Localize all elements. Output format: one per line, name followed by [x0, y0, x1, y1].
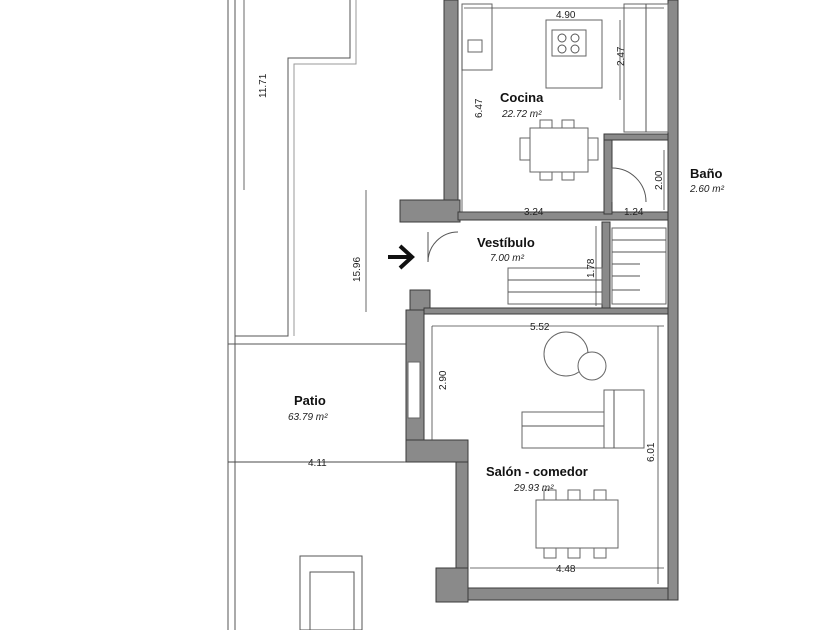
- room-salon-area: 29.93 m²: [513, 483, 554, 494]
- kitchen-furniture: [461, 3, 669, 181]
- room-salon-name: Salón - comedor: [486, 464, 588, 479]
- dim-cocina-bottom: 3.24: [524, 207, 544, 218]
- dim-salon-width: 5.52: [530, 322, 550, 333]
- room-patio-area: 63.79 m²: [288, 412, 328, 423]
- room-bano-name: Baño: [690, 166, 723, 181]
- stairs: [507, 227, 667, 305]
- walls: [399, 0, 679, 603]
- room-cocina-area: 22.72 m²: [501, 109, 542, 120]
- dim-salon-depth: 6.01: [646, 442, 657, 462]
- entrance-arrow-icon: [388, 244, 415, 270]
- patio-outline: [227, 0, 410, 630]
- dim-vestibulo-depth: 1.78: [586, 258, 597, 278]
- dim-bano-width: 1.24: [624, 207, 644, 218]
- room-patio-name: Patio: [294, 393, 326, 408]
- dimension-lines: [228, 0, 665, 584]
- room-bano-area: 2.60 m²: [689, 184, 725, 195]
- dim-bano-depth: 2.00: [654, 170, 665, 190]
- room-cocina-name: Cocina: [500, 90, 544, 105]
- dim-island-gap: 2.47: [616, 46, 627, 66]
- dim-salon-bottom: 4.48: [556, 564, 576, 575]
- dim-cocina-width: 4.90: [556, 10, 576, 21]
- dim-salon-top: 2.90: [438, 370, 449, 390]
- salon-furniture: [407, 331, 645, 559]
- room-vestibulo-name: Vestíbulo: [477, 235, 535, 250]
- room-vestibulo-area: 7.00 m²: [490, 253, 525, 264]
- dim-patio-total: 15.96: [352, 257, 363, 282]
- dim-patio-width: 4.11: [308, 458, 327, 469]
- dim-cocina-depth: 6.47: [474, 98, 485, 118]
- dim-patio-length: 11.71: [258, 73, 269, 98]
